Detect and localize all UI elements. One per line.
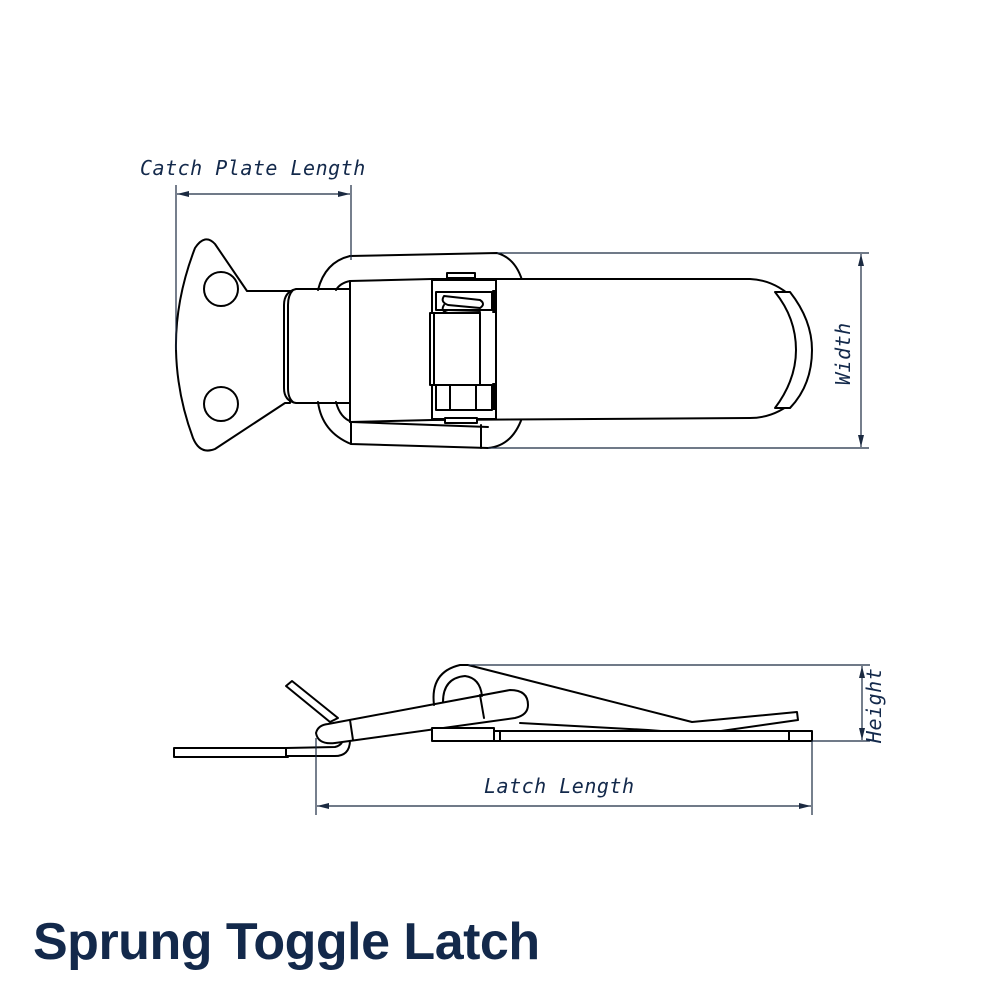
- base-plate: [431, 727, 813, 742]
- side-view: Latch Length Height: [173, 664, 886, 815]
- catch-plate-length-label: Catch Plate Length: [140, 156, 366, 180]
- dimension-catch-plate-length: Catch Plate Length: [140, 156, 366, 350]
- top-view: Catch Plate Length Width: [140, 156, 869, 452]
- dimension-height: Height: [468, 664, 886, 744]
- hinge-knuckle: [432, 664, 483, 706]
- catch-plate: [174, 238, 351, 452]
- lever-arm: [315, 689, 529, 745]
- dimension-latch-length: Latch Length: [315, 738, 813, 815]
- height-label: Height: [862, 668, 886, 744]
- hinge-spring: [429, 272, 497, 424]
- mounting-hole-top: [203, 271, 239, 307]
- latch-length-label: Latch Length: [484, 774, 635, 798]
- catch-plate-side: [173, 680, 351, 758]
- page-title: Sprung Toggle Latch: [33, 913, 540, 971]
- mounting-hole-bottom: [203, 386, 239, 422]
- dimension-width: Width: [488, 252, 869, 449]
- width-label: Width: [831, 322, 855, 385]
- latch-body: [349, 278, 813, 423]
